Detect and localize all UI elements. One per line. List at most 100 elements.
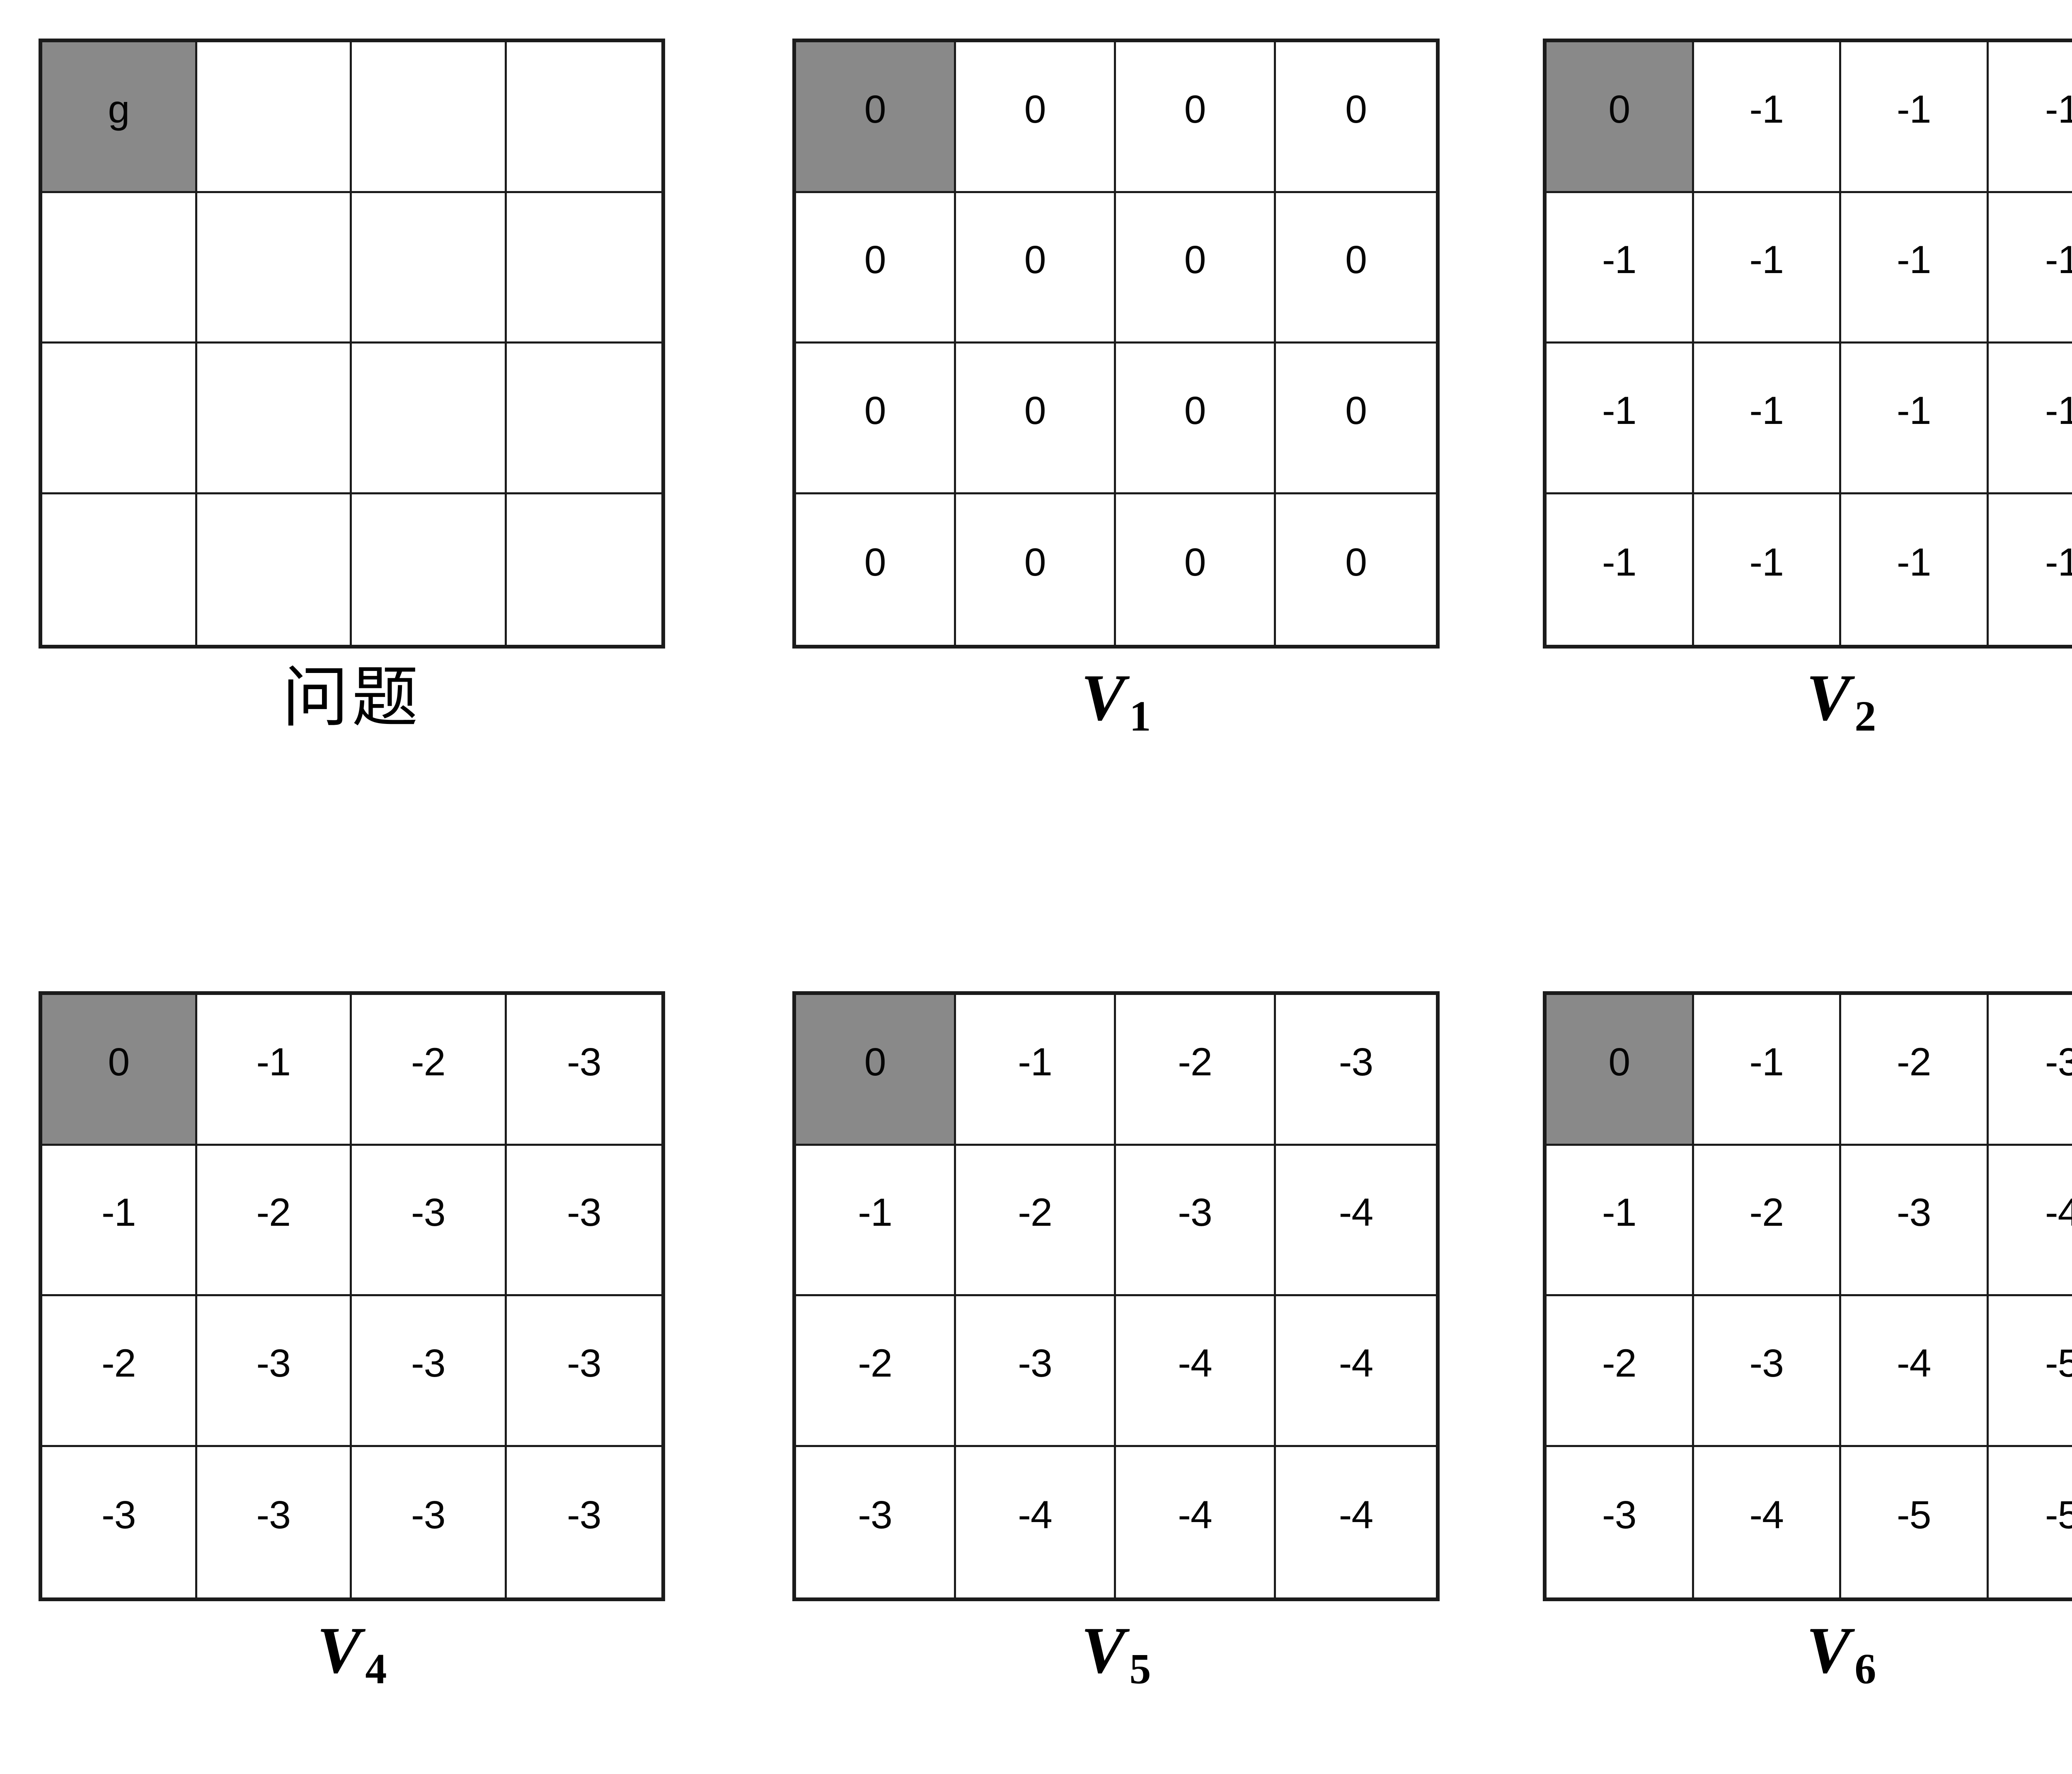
grid-cell: 0 — [1547, 995, 1694, 1146]
grid-cell-empty — [352, 193, 507, 344]
grid-cell-empty — [197, 193, 352, 344]
grid-cell: 0 — [1276, 193, 1436, 344]
grid-cell-empty — [42, 494, 197, 645]
grid-cell-empty — [352, 494, 507, 645]
grid-cell-empty — [197, 494, 352, 645]
grid-cell: 0 — [1116, 494, 1276, 645]
grid-cell: -1 — [1547, 193, 1694, 344]
grid-cell: -3 — [352, 1145, 507, 1296]
grid-cell: -5 — [1988, 1447, 2072, 1597]
grid-cell: -2 — [1547, 1296, 1694, 1447]
grid-cell: -3 — [1694, 1296, 1841, 1447]
grid-cell-empty — [42, 344, 197, 494]
grid-cell: -3 — [506, 1145, 661, 1296]
value-grid: 0-1-2-3-1-2-3-3-2-3-3-3-3-3-3-3 — [39, 991, 665, 1601]
grid-cell-empty — [506, 344, 661, 494]
caption-subscript: 1 — [1129, 692, 1151, 741]
grid-cell-empty — [506, 42, 661, 193]
grid-cell-empty — [197, 344, 352, 494]
grid-cell: -4 — [1116, 1296, 1276, 1447]
grid-cell: 0 — [796, 42, 956, 193]
grid-cell: 0 — [1547, 42, 1694, 193]
grid-cell: -1 — [1547, 344, 1694, 494]
grid-cell: -3 — [796, 1447, 956, 1597]
grid-cell-empty — [352, 42, 507, 193]
grid-cell: -4 — [956, 1447, 1116, 1597]
grid-cell: 0 — [796, 344, 956, 494]
grid-cell: 0 — [1276, 42, 1436, 193]
caption-symbol: V — [1081, 1613, 1126, 1687]
grid-cell: -1 — [1547, 494, 1694, 645]
caption-symbol: V — [1806, 1613, 1851, 1687]
grid-cell: -4 — [1276, 1296, 1436, 1447]
caption-text: 问题 — [282, 658, 421, 736]
grid-cell: -3 — [956, 1296, 1116, 1447]
grid-cell: 0 — [956, 344, 1116, 494]
grid-cell: -2 — [1116, 995, 1276, 1146]
grid-cell: 0 — [1116, 193, 1276, 344]
grid-cell: -3 — [1988, 995, 2072, 1146]
grid-cell: 0 — [796, 995, 956, 1146]
caption-symbol: V — [317, 1613, 361, 1687]
grid-cell: -5 — [1841, 1447, 1989, 1597]
grid-cell: -1 — [1841, 193, 1989, 344]
grid-cell: -3 — [197, 1447, 352, 1597]
grid-cell: -3 — [1116, 1145, 1276, 1296]
grid-cell: -2 — [42, 1296, 197, 1447]
value-grid: 0-1-2-3-1-2-3-4-2-3-4-4-3-4-4-4 — [792, 991, 1440, 1601]
caption-subscript: 5 — [1129, 1645, 1151, 1693]
grid-cell: -2 — [1694, 1145, 1841, 1296]
grid-cell: -4 — [1276, 1447, 1436, 1597]
grid-caption: V4 — [39, 1617, 665, 1691]
grid-cell: -3 — [1276, 995, 1436, 1146]
grid-cell: -1 — [1694, 494, 1841, 645]
caption-symbol: V — [1081, 661, 1126, 734]
grid-cell: -4 — [1694, 1447, 1841, 1597]
grid-cell: -3 — [506, 1447, 661, 1597]
grid-cell: -4 — [1988, 1145, 2072, 1296]
value-grid: 0-1-1-1-1-1-1-1-1-1-1-1-1-1-1-1 — [1543, 39, 2072, 649]
grid-cell: -3 — [352, 1296, 507, 1447]
grid-cell: -3 — [352, 1447, 507, 1597]
grid-cell: -1 — [197, 995, 352, 1146]
grid-caption: V6 — [1543, 1617, 2072, 1691]
grid-cell: -1 — [1988, 193, 2072, 344]
caption-subscript: 6 — [1854, 1645, 1876, 1693]
grid-cell: -5 — [1988, 1296, 2072, 1447]
grid-cell: -3 — [42, 1447, 197, 1597]
grid-cell: -1 — [796, 1145, 956, 1296]
value-grid: g — [39, 39, 665, 649]
grid-cell: -1 — [1988, 494, 2072, 645]
grid-cell: -1 — [1841, 344, 1989, 494]
grid-cell: -1 — [1694, 344, 1841, 494]
grid-cell: -1 — [1841, 42, 1989, 193]
grid-cell: 0 — [956, 193, 1116, 344]
grid-cell-empty — [42, 193, 197, 344]
grid-cell-empty — [197, 42, 352, 193]
grid-cell: 0 — [1116, 42, 1276, 193]
grid-cell: -1 — [1694, 42, 1841, 193]
caption-symbol: V — [1806, 661, 1851, 734]
grid-cell-empty — [506, 494, 661, 645]
grid-cell: -3 — [197, 1296, 352, 1447]
grid-cell: 0 — [42, 995, 197, 1146]
grid-cell: -3 — [506, 1296, 661, 1447]
value-grid: 0-1-2-3-1-2-3-4-2-3-4-5-3-4-5-5 — [1543, 991, 2072, 1601]
grid-cell: 0 — [1276, 494, 1436, 645]
grid-cell-empty — [506, 193, 661, 344]
grid-cell: 0 — [796, 193, 956, 344]
grid-cell: 0 — [796, 494, 956, 645]
grid-cell: 0 — [956, 494, 1116, 645]
caption-subscript: 2 — [1854, 692, 1876, 741]
grid-cell: 0 — [1276, 344, 1436, 494]
grid-cell: -2 — [197, 1145, 352, 1296]
grid-caption: V5 — [792, 1617, 1440, 1691]
grid-cell: -1 — [1547, 1145, 1694, 1296]
grid-cell: 0 — [1116, 344, 1276, 494]
